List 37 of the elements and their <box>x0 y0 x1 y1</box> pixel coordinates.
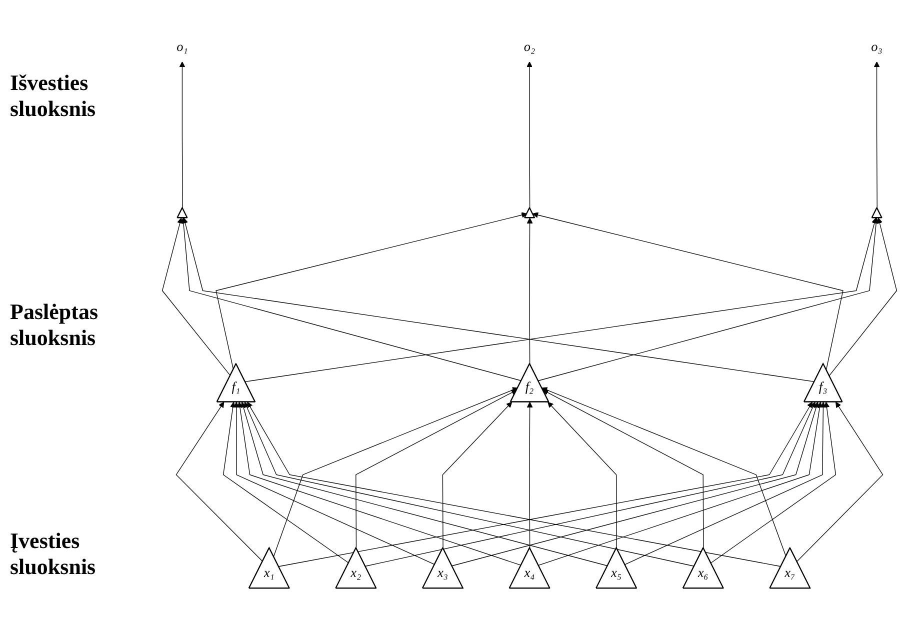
arrow <box>222 402 350 564</box>
arrow <box>237 402 522 566</box>
arrow <box>179 62 186 208</box>
layer-label: Paslėptas sluoksnis <box>10 299 99 351</box>
arrow <box>244 402 695 567</box>
arrow <box>710 402 836 564</box>
arrow <box>356 390 518 548</box>
arrow <box>538 218 880 382</box>
arrow <box>526 218 533 364</box>
arrow <box>828 218 898 376</box>
arrow <box>532 212 844 370</box>
arrow <box>624 402 826 565</box>
arrow <box>796 402 884 562</box>
node-text: o₃ <box>871 40 882 54</box>
arrow <box>542 387 786 557</box>
arrow <box>182 218 815 382</box>
arrow <box>176 402 264 562</box>
arrow <box>180 218 522 382</box>
arrow <box>240 402 608 566</box>
arrow <box>442 402 512 548</box>
arrow <box>526 402 533 548</box>
arrow <box>538 402 823 566</box>
arrow <box>874 62 880 208</box>
arrow <box>273 387 518 557</box>
arrow <box>216 212 528 370</box>
arrow <box>244 218 878 382</box>
arrow <box>452 402 820 566</box>
arrow <box>234 402 436 565</box>
node-text: o₁ <box>176 40 188 54</box>
arrow <box>162 218 231 376</box>
arrow <box>548 402 617 548</box>
node-text: o₂ <box>524 40 536 54</box>
layer-label: Išvesties sluoksnis <box>10 70 97 122</box>
arrow <box>542 390 704 548</box>
arrow <box>365 402 816 567</box>
layer-label: Įvesties sluoksnis <box>10 528 97 580</box>
arrow <box>526 62 532 208</box>
